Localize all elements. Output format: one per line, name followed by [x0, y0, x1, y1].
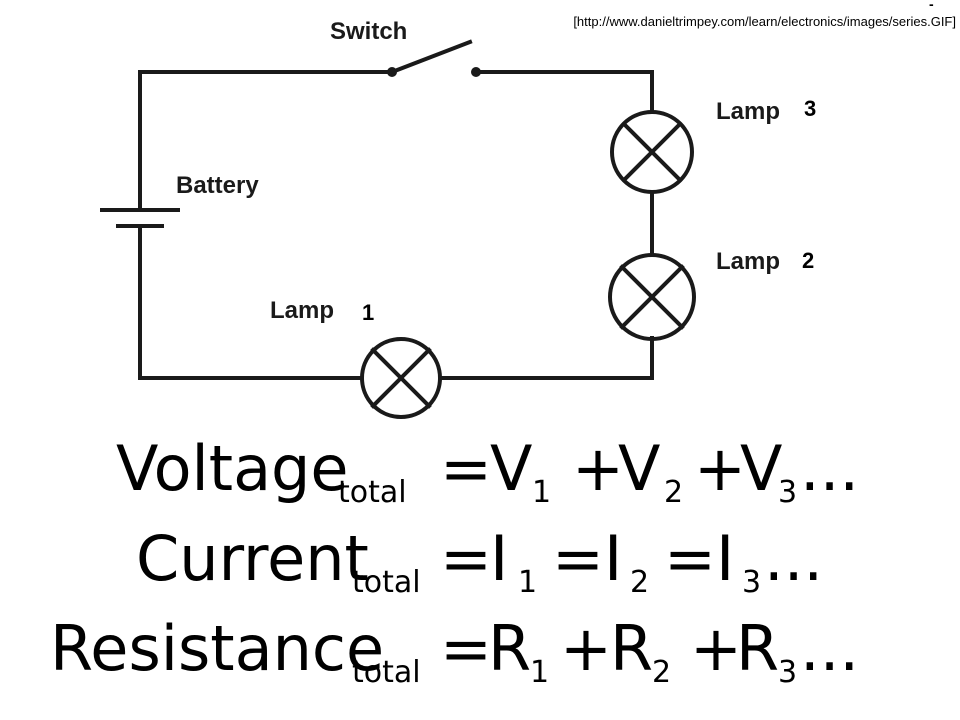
current-subscript: total	[352, 565, 421, 600]
resistance-term-1: R	[488, 612, 532, 685]
lamp-2-number: 2	[802, 248, 815, 273]
voltage-term-2: V	[618, 432, 661, 505]
voltage-sub-2: 2	[664, 475, 684, 510]
voltage-term-3: V	[740, 432, 783, 505]
current-sub-3: 3	[742, 565, 762, 600]
current-sub-2: 2	[630, 565, 650, 600]
resistance-subscript: total	[352, 655, 421, 690]
current-sub-1: 1	[518, 565, 538, 600]
current-term-2: I	[604, 522, 623, 595]
current-ellipsis: ...	[764, 522, 824, 595]
switch-contact-right	[471, 67, 481, 77]
switch-lever	[389, 39, 473, 75]
resistance-ellipsis: ...	[800, 612, 860, 685]
lamp-1-label: Lamp	[270, 297, 335, 324]
lamp-2-label: Lamp	[716, 248, 781, 275]
source-url: [http://www.danieltrimpey.com/learn/elec…	[573, 14, 956, 29]
voltage-equation: Voltage total = V 1 + V 2 + V 3 ...	[0, 430, 960, 522]
resistance-sub-3: 3	[778, 655, 798, 690]
wire-top-right	[474, 70, 654, 114]
current-op-1: =	[552, 522, 604, 595]
lamp-3-label: Lamp	[716, 98, 781, 125]
current-term-3: I	[716, 522, 735, 595]
resistance-sub-2: 2	[652, 655, 672, 690]
voltage-equals: =	[440, 432, 492, 505]
resistance-equation: Resistance total = R 1 + R 2 + R 3 ...	[0, 610, 960, 702]
current-term-1: I	[490, 522, 509, 595]
lamp-3-symbol	[610, 110, 694, 194]
wire-left-lower	[138, 226, 364, 380]
lamp-1-number: 1	[362, 300, 375, 325]
resistance-word: Resistance	[50, 612, 385, 685]
switch-contact-left	[387, 67, 397, 77]
resistance-equals: =	[440, 612, 492, 685]
voltage-subscript: total	[338, 475, 407, 510]
resistance-op-2: +	[690, 612, 742, 685]
current-equation: Current total = I 1 = I 2 = I 3 ...	[0, 520, 960, 612]
voltage-ellipsis: ...	[800, 432, 860, 505]
current-op-2: =	[664, 522, 716, 595]
resistance-sub-1: 1	[530, 655, 550, 690]
voltage-term-1: V	[490, 432, 533, 505]
voltage-sub-1: 1	[532, 475, 552, 510]
current-equals: =	[440, 522, 492, 595]
resistance-term-2: R	[610, 612, 654, 685]
resistance-term-3: R	[736, 612, 780, 685]
voltage-op-2: +	[694, 432, 746, 505]
wire-bottom-right	[438, 336, 654, 380]
battery-label: Battery	[176, 172, 259, 199]
source-dash: -	[929, 0, 934, 12]
voltage-op-1: +	[572, 432, 624, 505]
lamp-2-symbol	[608, 253, 696, 341]
switch-label: Switch	[330, 18, 408, 45]
voltage-word: Voltage	[116, 432, 349, 505]
series-circuit-diagram	[100, 39, 696, 419]
current-word: Current	[136, 522, 369, 595]
lamp-3-number: 3	[804, 96, 817, 121]
voltage-sub-3: 3	[778, 475, 798, 510]
lamp-1-symbol	[360, 337, 442, 419]
resistance-op-1: +	[560, 612, 612, 685]
